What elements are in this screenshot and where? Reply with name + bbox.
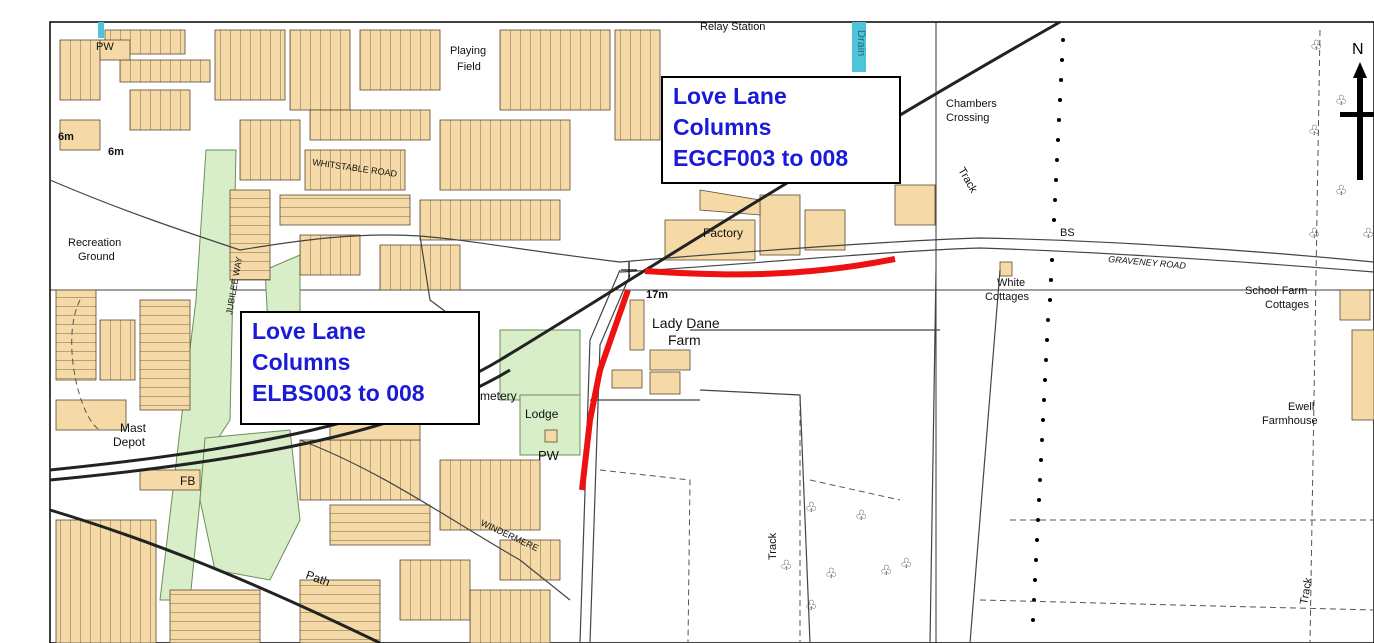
route-love-lane-segment [579,289,631,491]
north-arrow-icon: N [1340,41,1374,180]
label-recreation-2: Ground [78,251,115,263]
label-relay-station: Relay Station [700,21,765,33]
svg-text:♧: ♧ [825,565,838,581]
label-white-1: White [997,277,1025,289]
callout-egcf: Love Lane Columns EGCF003 to 008 [661,76,901,184]
label-chambers-1: Chambers [946,98,997,110]
svg-text:♧: ♧ [1308,225,1321,241]
field-boundaries [71,29,1374,643]
svg-text:♧: ♧ [1310,37,1323,53]
callout-egcf-line-2: Columns [673,114,772,140]
label-factory: Factory [703,226,743,240]
label-lodge: Lodge [525,407,559,421]
svg-text:♧: ♧ [855,507,868,523]
label-recreation-1: Recreation [68,237,121,249]
label-track-2: Track [767,532,779,560]
label-height-6m-a: 6m [58,131,74,143]
label-fb: FB [180,474,195,488]
tree-symbols: ♧ ♧ ♧ ♧ ♧ ♧ ♧ ♧ ♧ ♧ ♧ ♧ ♧ [780,37,1374,613]
boundary-dots [1031,38,1065,622]
svg-text:♧: ♧ [805,499,818,515]
buildings-east [544,184,1374,443]
label-chambers-2: Crossing [946,112,989,124]
label-lady-dane-1: Lady Dane [652,315,720,331]
callout-elbs-line-1: Love Lane [252,318,366,344]
drain-label: Drain [855,30,867,56]
north-label: N [1352,41,1364,58]
svg-text:♧: ♧ [805,597,818,613]
junction-cross [621,262,637,278]
callout-elbs-line-2: Columns [252,349,351,375]
label-playing-field-2: Field [457,61,481,73]
label-pw-cemetery: PW [538,448,560,463]
callout-egcf-line-3: EGCF003 to 008 [673,145,849,171]
label-lady-dane-2: Farm [668,332,701,348]
roads [49,179,1374,643]
label-height-17m: 17m [646,289,668,301]
label-pw-top: PW [96,41,114,53]
buildings-north [59,29,661,291]
svg-text:♧: ♧ [780,557,793,573]
callout-egcf-line-1: Love Lane [673,83,787,109]
label-height-6m-b: 6m [108,146,124,158]
label-ewell-1: Ewell [1288,401,1314,413]
label-school-farm-2: Cottages [1265,299,1310,311]
label-bs: BS [1060,227,1075,239]
label-ewell-2: Farmhouse [1262,415,1318,427]
buildings-south [55,289,561,643]
svg-text:♧: ♧ [880,562,893,578]
label-depot: Depot [113,435,146,449]
callout-elbs: Love Lane Columns ELBS003 to 008 [240,311,480,425]
svg-text:♧: ♧ [1308,122,1321,138]
highlighted-route [579,256,896,491]
svg-text:♧: ♧ [1335,92,1348,108]
label-playing-field-1: Playing [450,45,486,57]
svg-text:♧: ♧ [1362,225,1374,241]
route-graveney-road-segment [644,256,896,278]
label-white-2: Cottages [985,291,1030,303]
callout-elbs-line-3: ELBS003 to 008 [252,380,425,406]
label-school-farm-1: School Farm [1245,285,1307,297]
drain: Drain [98,22,867,72]
svg-text:♧: ♧ [900,555,913,571]
label-mast: Mast [120,421,147,435]
svg-text:♧: ♧ [1335,182,1348,198]
label-cemetery: metery [480,389,517,403]
label-track-3: Track [1298,576,1315,605]
